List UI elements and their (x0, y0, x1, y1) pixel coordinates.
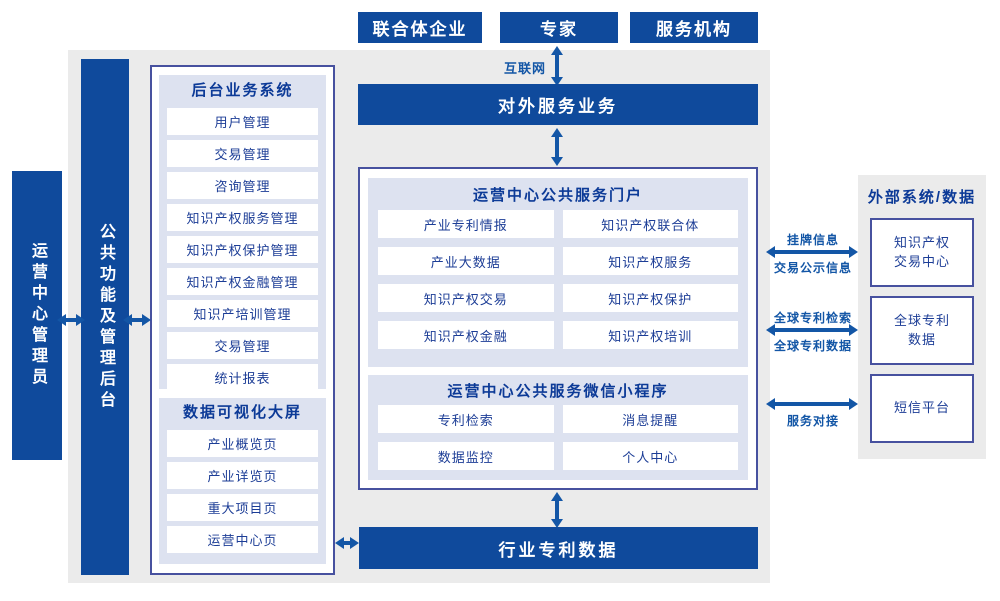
backend-item: 交易管理 (167, 332, 318, 359)
miniapp-item: 消息提醒 (562, 405, 738, 433)
external-systems-title: 外部系统/数据 (867, 188, 977, 206)
dataviz-item: 产业详览页 (167, 462, 318, 489)
portal-item: 产业专利情报 (378, 210, 554, 238)
industry-patent-data-bar: 行业专利数据 (359, 527, 758, 569)
link-label-trade-publicity-info: 交易公示信息 (773, 261, 852, 275)
dataviz-panel: 数据可视化大屏 产业概览页 产业详览页 重大项目页 运营中心页 (159, 398, 326, 564)
miniapp-item: 专利检索 (378, 405, 554, 433)
internet-label: 互联网 (503, 61, 546, 76)
arrow-listing-info (775, 250, 849, 254)
portal-item: 知识产权联合体 (562, 210, 738, 238)
arrow-backend-to-system (132, 318, 142, 322)
actor-consortium-enterprise: 联合体企业 (358, 12, 482, 43)
arrow-service-to-portal (555, 137, 559, 157)
center-services-box: 运营中心公共服务门户 产业专利情报 知识产权联合体 产业大数据 知识产权服务 知… (358, 167, 758, 490)
miniapp-items: 专利检索 消息提醒 数据监控 个人中心 (368, 405, 748, 470)
backend-functions-vertical-bar: 公共功能及管理后台 (81, 59, 129, 575)
miniapp-item: 数据监控 (378, 442, 554, 470)
actor-service-agency: 服务机构 (630, 12, 758, 43)
arrow-service-docking (775, 402, 849, 406)
link-label-service-docking: 服务对接 (786, 414, 839, 428)
dataviz-item: 产业概览页 (167, 430, 318, 457)
portal-item: 知识产权交易 (378, 284, 554, 312)
dataviz-item: 重大项目页 (167, 494, 318, 521)
dataviz-item: 运营中心页 (167, 526, 318, 553)
backend-item: 用户管理 (167, 108, 318, 135)
portal-panel: 运营中心公共服务门户 产业专利情报 知识产权联合体 产业大数据 知识产权服务 知… (368, 178, 748, 367)
external-box-sms-platform: 短信平台 (870, 374, 974, 443)
external-service-bar: 对外服务业务 (358, 84, 758, 125)
arrow-internet (555, 55, 559, 77)
link-label-global-patent-search: 全球专利检索 (773, 311, 852, 325)
actor-expert: 专家 (500, 12, 618, 43)
external-box-global-patent-data: 全球专利 数据 (870, 296, 974, 365)
link-label-listing-info: 挂牌信息 (786, 233, 839, 247)
backend-outer-box: 后台业务系统 用户管理 交易管理 咨询管理 知识产权服务管理 知识产权保护管理 … (150, 65, 335, 575)
portal-item: 产业大数据 (378, 247, 554, 275)
backend-item: 知识产权金融管理 (167, 268, 318, 295)
arrow-admin-to-backend (66, 318, 76, 322)
backend-system-panel: 后台业务系统 用户管理 交易管理 咨询管理 知识产权服务管理 知识产权保护管理 … (159, 75, 326, 391)
arrow-global-patent (775, 328, 849, 332)
admin-vertical-bar: 运营中心管理员 (12, 171, 62, 460)
backend-item: 统计报表 (167, 364, 318, 391)
arrow-portal-to-data (555, 501, 559, 519)
portal-item: 知识产权金融 (378, 321, 554, 349)
portal-item: 知识产权培训 (562, 321, 738, 349)
backend-item: 知识产权服务管理 (167, 204, 318, 231)
portal-items: 产业专利情报 知识产权联合体 产业大数据 知识产权服务 知识产权交易 知识产权保… (368, 210, 748, 349)
external-box-ip-trade-center: 知识产权 交易中心 (870, 218, 974, 287)
dataviz-title: 数据可视化大屏 (182, 404, 302, 421)
backend-item: 咨询管理 (167, 172, 318, 199)
backend-item: 交易管理 (167, 140, 318, 167)
arrow-dataviz-to-industry-data (344, 541, 350, 545)
backend-item: 知识产培训管理 (167, 300, 318, 327)
backend-system-title: 后台业务系统 (191, 81, 294, 99)
miniapp-title: 运营中心公共服务微信小程序 (447, 382, 669, 400)
portal-title: 运营中心公共服务门户 (472, 186, 643, 204)
backend-item: 知识产权保护管理 (167, 236, 318, 263)
portal-item: 知识产权服务 (562, 247, 738, 275)
miniapp-item: 个人中心 (562, 442, 738, 470)
miniapp-panel: 运营中心公共服务微信小程序 专利检索 消息提醒 数据监控 个人中心 (368, 375, 748, 480)
link-label-global-patent-data: 全球专利数据 (773, 339, 852, 353)
portal-item: 知识产权保护 (562, 284, 738, 312)
